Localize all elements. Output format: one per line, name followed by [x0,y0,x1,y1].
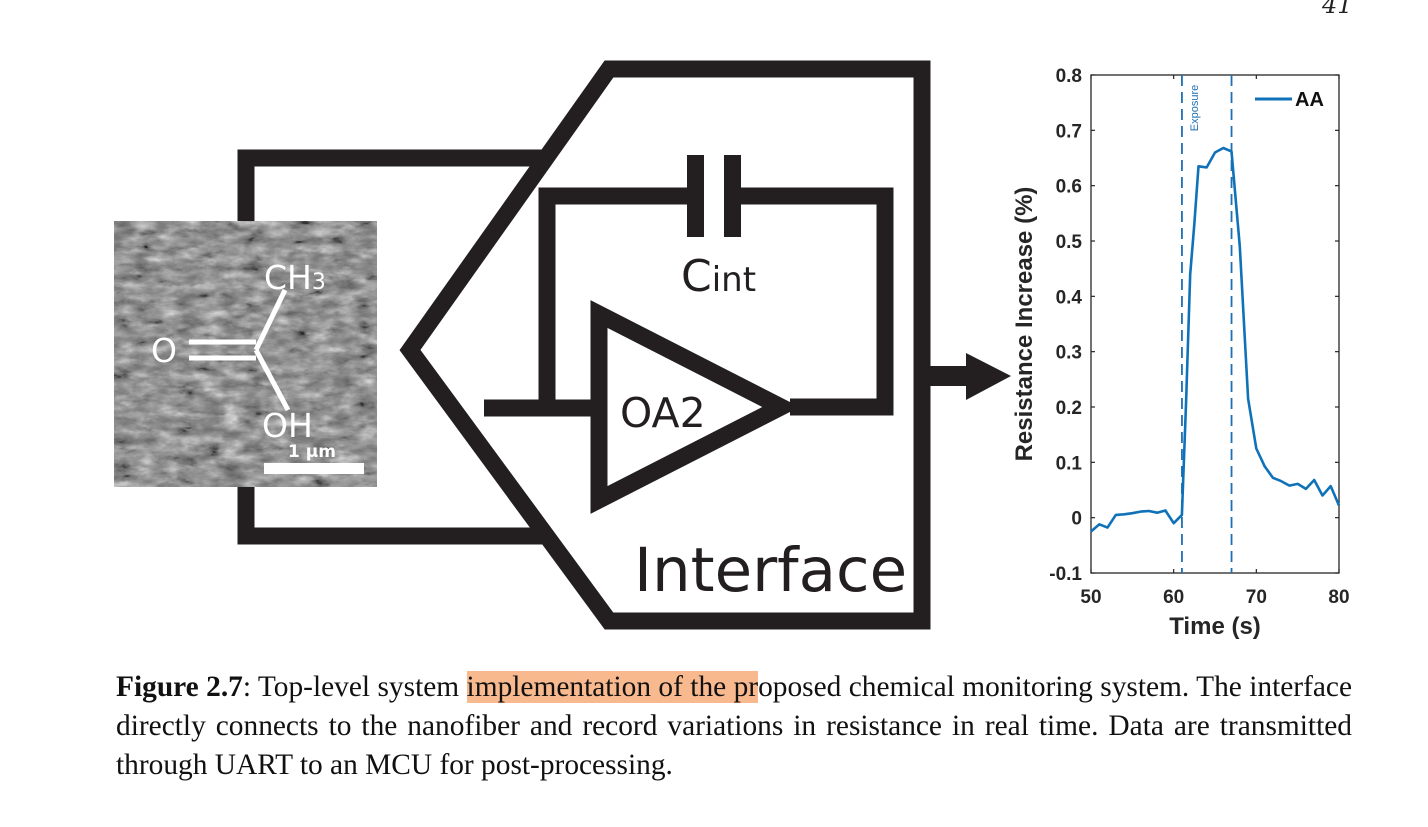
opamp-label: OA2 [620,389,706,437]
x-tick-label: 80 [1328,587,1349,608]
legend-label-aa: AA [1295,89,1324,111]
x-axis-label: Time (s) [1169,613,1261,640]
nanofiber-micrograph: CH3 O OH 1 μm [114,221,377,487]
y-tick-label: 0.1 [1056,453,1083,474]
chem-ch3-label: CH3 [264,258,326,297]
y-tick-label: 0.5 [1056,232,1083,253]
capacitor-label-sub: int [712,260,756,300]
chem-oh-label: OH [262,406,313,445]
micrograph-texture [114,221,377,487]
plot-frame [1090,74,1340,574]
y-tick-label: 0.7 [1056,121,1082,142]
output-arrow-shaft [930,366,970,386]
feedback-wire-right [735,187,894,416]
x-tick-label: 50 [1080,587,1101,608]
figure: Cint OA2 Interface CH3 O OH 1 μm 50 60 70 8… [114,60,1350,640]
y-tick-label: 0.2 [1056,398,1082,419]
caption-label: Figure 2.7 [116,671,243,703]
caption-text-start: : Top-level system [242,671,467,703]
y-tick-label: 0.6 [1056,177,1082,198]
opamp-triangle [590,300,800,514]
y-tick-label: -0.1 [1049,564,1082,585]
x-tick-label: 60 [1163,587,1184,608]
output-arrow-head [966,353,1011,400]
y-tick-label: 0.8 [1056,66,1082,87]
interface-label: Interface [634,535,907,606]
caption-text-rest: oposed chemical monitoring system. The i… [116,671,1352,781]
chem-o-label: O [151,331,177,370]
caption-highlight: implementation of the pr [466,671,759,703]
bond-ch3 [253,288,288,352]
capacitor-plate-right [724,155,741,237]
feedback-wire [538,187,690,401]
chem-ch3-sub: 3 [312,270,326,295]
resistance-chart: 50 60 70 80 -0.1 0 0.1 0.2 0.3 0.4 0.5 0.6 0.7 0.8Tim… [1011,66,1350,640]
bond-oh [253,348,291,412]
x-tick-label: 70 [1246,587,1267,608]
y-axis-label: Resistance Increase (%) [1011,187,1038,462]
y-tick-label: 0 [1071,509,1082,530]
interface-block [399,60,931,630]
capacitor-label: Cint [681,251,756,302]
scale-bar-label: 1 μm [288,442,336,462]
capacitor-plate-left [687,155,704,237]
capacitor-label-main: C [681,251,712,302]
schematic: Cint OA2 Interface [237,60,1011,630]
y-tick-label: 0.4 [1056,287,1083,308]
figure-caption: Figure 2.7: Top-level system implementat… [116,668,1352,785]
sensor-wire-bottom [237,483,548,545]
sensor-wire-top [237,149,545,224]
scale-bar [264,463,364,474]
chem-ch3-main: CH [264,258,312,297]
series-line-aa [1090,146,1341,533]
page-number: 41 [1322,0,1353,19]
feedback-wire-left [538,187,690,401]
y-tick-label: 0.3 [1056,343,1082,364]
exposure-label: Exposure [1189,85,1201,131]
